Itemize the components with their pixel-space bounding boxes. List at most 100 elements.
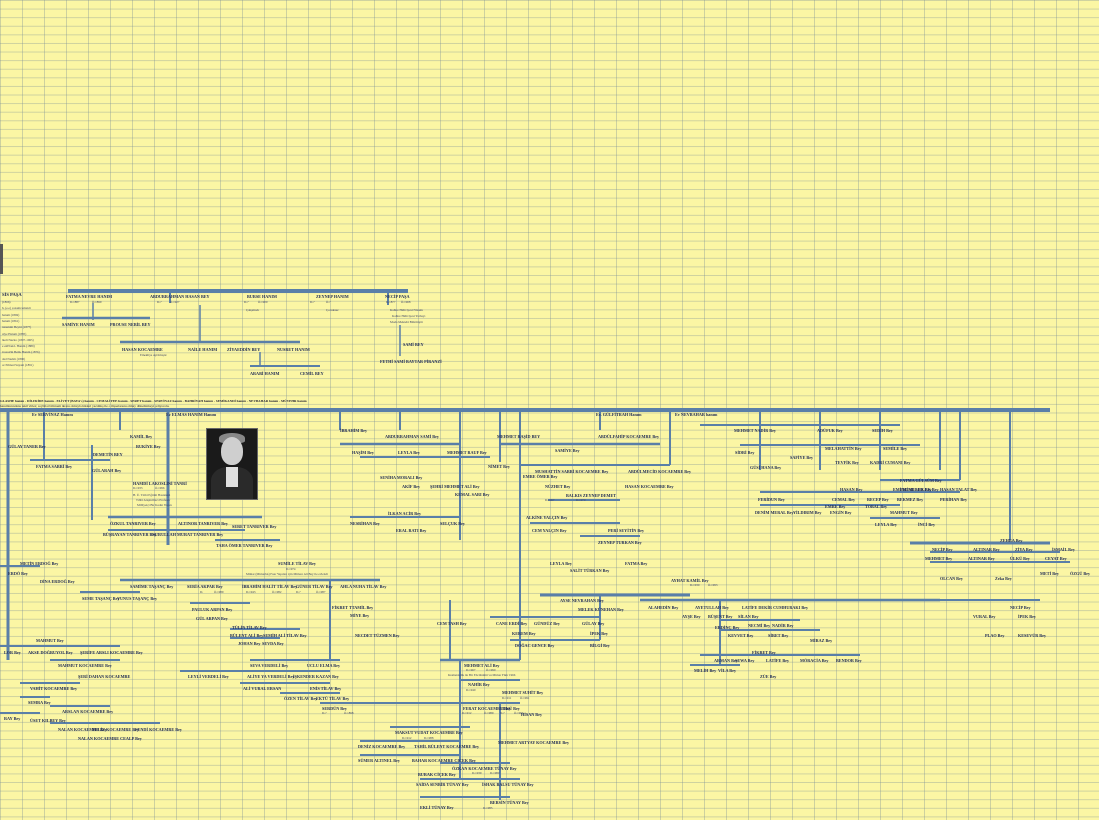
person-note: D.1930 <box>690 583 700 587</box>
person-label: HAMDİ LAKOSLİNİ TANRİ <box>133 481 187 486</box>
person-note: D.1933 <box>133 486 143 490</box>
person-label: ŞERİFE ARSLI KOCAEMRE Bey <box>80 650 143 655</box>
person-label: SERİA AKPAR Bey <box>187 584 223 589</box>
person-label: KEVVET Bey <box>728 633 754 638</box>
person-label: ALİYE YA VERDELİ Bey <box>247 674 295 679</box>
person-label: İŞKENDER KAZAN Bey <box>293 674 339 679</box>
left-note: ulye Hanım (1885) <box>2 331 27 336</box>
person-label: AYHAT KAMİL Bey <box>671 578 709 583</box>
person-label: BURSE HANIM <box>247 294 277 299</box>
person-label: TAHİL BÜLENT KOCAEMRE Bey <box>414 744 480 749</box>
person-note: Ö.1927 <box>170 300 180 304</box>
person-label: PERİHAN Bey <box>940 497 968 502</box>
person-label: FETHİ SAMİ BAYTAR PİRANZİ <box>380 359 442 364</box>
person-label: ÜLKÜ Bey <box>1010 556 1030 561</box>
person-label: EKTÜ TİLAV Bey <box>316 696 350 701</box>
person-note: D.1912 <box>402 736 412 740</box>
person-label: SELÇUK Bey <box>440 521 466 526</box>
person-note: D. <box>200 590 204 594</box>
left-edge-marker <box>0 244 3 274</box>
person-label: NECİP Bey <box>932 547 953 552</box>
spouses-note: GLASHE hanım - DİLFRİDE hanım - ELİVET (… <box>0 399 307 403</box>
person-label: LEYLA Bey <box>550 561 572 566</box>
person-label: BÜŞRAYAN TANRIVER Bey <box>103 532 157 537</box>
person-label: LOR Bey <box>4 650 21 655</box>
person-label: SAMİME TAŞANÇ Bey <box>130 584 174 589</box>
person-label: SUMİLE TİLAV Bey <box>278 561 316 566</box>
person-label: MİYE Bey <box>350 613 370 618</box>
person-label: İPEK Bey <box>590 631 609 636</box>
person-label: TEVFİK Bey <box>835 460 859 465</box>
person-label: FENDİ KOCAEMRE Bey <box>135 727 182 732</box>
person-label: FİKRET Bey <box>752 650 776 655</box>
person-label: ZİYAEDDİN BEY <box>227 347 261 352</box>
person-label: Ev ELMAS HANIM Hanım <box>166 412 217 417</box>
person-label: PAULUK ARPAN Bey <box>192 607 233 612</box>
person-label: GÜLAY Bey <box>582 621 605 626</box>
person-note: Milliyetçi Bir Kadın Yazarı <box>137 503 172 507</box>
person-note: Ö.1968 <box>401 300 411 304</box>
person-label: ABDURRAHMAN SAMİ Bey <box>385 434 439 439</box>
person-label: ALAHEDİN Bey <box>648 605 679 610</box>
person-label: MEHMET RAŞİD BEY <box>497 434 541 439</box>
person-label: İBRAHİM HALİT TİLAV Bey <box>242 584 298 589</box>
person-label: DOĞAC GENCE Bey <box>515 643 555 648</box>
person-label: ZEHRA Bey <box>1000 538 1023 543</box>
person-label: AYŞE Bey <box>682 614 701 619</box>
person-note: Tıbbi Araştırmacı Profesör <box>136 498 171 502</box>
person-label: İLKAN ACİR Bey <box>388 511 422 516</box>
person-note: D.? <box>322 711 327 715</box>
person-label: Ev SERVİNAZ Hanım <box>32 412 73 417</box>
person-label: ALTINAR Bey <box>968 556 995 561</box>
left-note: e enEbuid- Hanım (1889) <box>2 344 35 349</box>
person-label: ÖZKAN KOCAEMRE TÜNAY Bey <box>452 766 517 771</box>
person-note: Ö.1899 <box>92 300 102 304</box>
person-label: ÖZEN TİLAV Bey <box>284 696 318 701</box>
person-note: Ö.1900 <box>258 300 268 304</box>
person-label: BERSİN TÜNAY Bey <box>490 800 529 805</box>
person-label: CANE ERDİ Bey <box>496 621 528 626</box>
person-label: GÜLAY TANER Bey <box>8 444 46 449</box>
person-label: ZİYA Bey <box>1015 547 1033 552</box>
person-label: ENİS TİLAV Bey <box>310 686 342 691</box>
person-label: FATMA GÜLSÜM Bey <box>900 478 942 483</box>
person-note: D.1967 <box>466 668 476 672</box>
person-label: YİLDIRIM Bey <box>793 510 822 515</box>
person-label: SEDİH Bey <box>872 428 893 433</box>
person-label: BENDOR Bey <box>836 658 862 663</box>
left-note: hanım (1869) <box>2 312 20 317</box>
left-note: lkeli Nazire (1807-1965) <box>2 337 34 342</box>
person-label: MAKSUT VUDAT KOCAEMRE Bey <box>395 730 463 735</box>
left-note: ü uzaZm Betik Hanım (1876) <box>2 350 40 355</box>
person-label: NALAN KOCAEMRE Bey <box>58 727 107 732</box>
person-note: Kahire Hidiviyesi Nizamı <box>390 308 423 312</box>
person-label: BÜŞENT Bey <box>708 614 733 619</box>
person-note: H. Ü. Tıbbi Eğitim Hastanesi <box>133 493 171 497</box>
person-label: NECİP Bey <box>1010 605 1031 610</box>
person-label: ALTINOR TANRIVER Bey <box>178 521 228 526</box>
person-label: EMİNE MELEK Bey <box>900 487 939 492</box>
person-label: NAİLE HANIM <box>188 347 218 352</box>
person-label: MEHMET Bey <box>925 556 953 561</box>
person-note: Ö.1987 <box>316 590 326 594</box>
person-label: SİDRİ Bey <box>735 450 755 455</box>
person-label: SEME TAŞANÇ Bey <box>82 596 120 601</box>
person-label: METİ Bey <box>1040 571 1059 576</box>
person-label: YELİZ KOCAEMRE Bey <box>92 727 139 732</box>
person-note: D.1988 <box>424 736 434 740</box>
person-note: Ö.1990 <box>486 668 496 672</box>
person-label: GÜNDÜZ Bey <box>534 621 560 626</box>
person-note: Ö.1982 <box>272 590 282 594</box>
person-label: DEMETİN BEY <box>93 452 123 457</box>
person-label: TOBAL Bey <box>865 504 888 509</box>
person-note: D.1912 <box>462 711 472 715</box>
person-note: D.1980 <box>490 771 500 775</box>
person-label: FATMA Bey <box>625 561 648 566</box>
person-label: EMRE ÖMER Bey <box>523 474 558 479</box>
person-note: D.1940 <box>466 688 476 692</box>
person-label: BAHAR KOCAEMRE CICEK Bey <box>412 758 476 763</box>
person-label: ARABİ HANIM <box>250 371 280 376</box>
person-label: LATİFE DEKİR CUMHURAKI Bey <box>742 605 809 610</box>
person-label: SEMİLE Bey <box>883 446 908 451</box>
person-label: HASAN KOCAEMRE <box>122 347 163 352</box>
